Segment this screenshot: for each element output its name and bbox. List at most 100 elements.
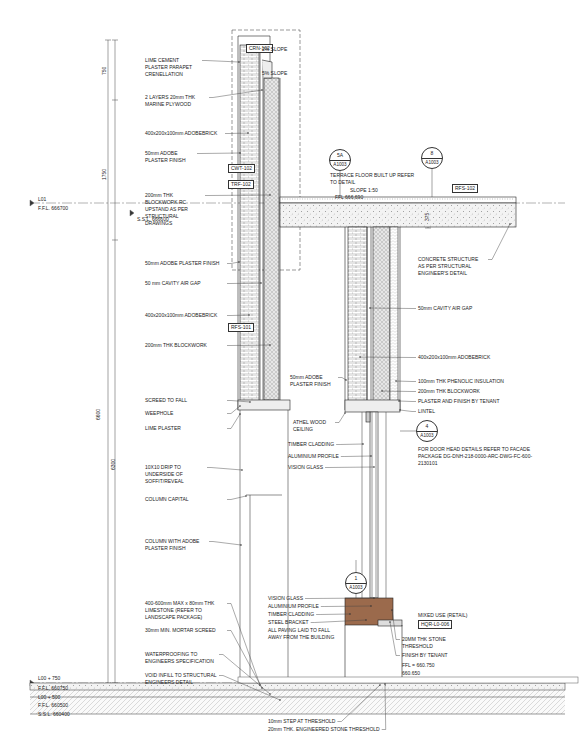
annotation-note: 2% SLOPE [262, 46, 287, 53]
leader-line [360, 357, 416, 359]
annotation-note: SLOPE 1:50 [350, 187, 378, 194]
leader-line [400, 410, 416, 412]
ground-slab [30, 677, 578, 714]
leader-dot [345, 379, 347, 381]
annotation-note: 20mm THK. ENGINEERED STONE THRESHOLD [268, 726, 380, 733]
dimension-text: 6600 [95, 409, 102, 420]
leader-dot [373, 466, 375, 468]
leader-line [399, 401, 416, 403]
leader-line [197, 153, 240, 155]
annotation-note: LIME CEMENT PLASTER PARAPET CRENELLATION [145, 57, 200, 78]
callout-number: CWT-102 [231, 165, 252, 171]
annotation-note: FFL 666,690 [335, 194, 363, 201]
leader-dot [369, 307, 371, 309]
annotation-note: TIMBER CLADDING [288, 441, 334, 448]
leader-line [227, 283, 261, 285]
leader-line [392, 610, 400, 640]
leader-line [227, 315, 249, 317]
leader-line [370, 308, 416, 310]
callout-number: 1 [346, 574, 366, 583]
spec-tag: RFS-102 [452, 184, 478, 193]
leader-dot [260, 282, 262, 284]
sheet-reference: A1003 [346, 583, 366, 592]
annotation-note: WEEPHOLE [145, 410, 225, 417]
leader-dot [381, 390, 383, 392]
leader-dot [240, 544, 242, 546]
leader-dot [247, 132, 249, 134]
leader-dot [238, 61, 240, 63]
leader-line [219, 655, 270, 695]
leader-dot [362, 443, 364, 445]
leader-line [227, 401, 250, 403]
annotation-note: L00 + 750 [38, 675, 60, 682]
leader-dot [239, 413, 241, 415]
annotation-note: VISION GLASS [268, 595, 303, 602]
leader-dot [398, 400, 400, 402]
annotation-note: ALL PAVING LAID TO FALL AWAY FROM THE BU… [268, 627, 344, 641]
sheet-reference: A1003 [330, 160, 350, 169]
leader-line [227, 414, 240, 429]
annotation-note: 100mm THK PHENOLIC INSULATION [418, 378, 518, 385]
annotation-note: F.F.L. 660500 [38, 702, 68, 709]
section-callout: 1A1003 [345, 572, 367, 594]
leader-dot [261, 89, 263, 91]
annotation-note: VISION GLASS [288, 464, 323, 471]
level-lines [30, 200, 565, 686]
leader-dot [238, 261, 240, 263]
leader-dot [239, 405, 241, 407]
annotation-note: 50mm ADOBE PLASTER FINISH [145, 150, 195, 164]
leader-line [390, 622, 400, 656]
leader-line [227, 345, 270, 347]
leader-line [209, 90, 262, 98]
annotation-note: FFL = 660.750 [402, 662, 434, 669]
leader-dot [399, 409, 401, 411]
leader-line [227, 496, 246, 500]
annotation-note: F.F.L. 660750 [38, 685, 68, 692]
section-callout: 5AA1003 [329, 149, 351, 171]
annotation-note: COLUMN CAPITAL [145, 496, 225, 503]
leader-dot [379, 684, 381, 686]
spec-tag: RFS-101 [228, 323, 254, 332]
annotation-note: MIXED USE (RETAIL) [418, 612, 467, 619]
annotation-note: PLASTER AND FINISH BY TENANT [418, 398, 518, 405]
annotation-note: 2 LAYERS 20mm THK MARINE PLYWOOD [145, 94, 207, 108]
annotation-note: SCREED TO FALL [145, 397, 225, 404]
leader-dot [269, 693, 271, 695]
leader-line [225, 133, 248, 135]
leader-dot [344, 412, 346, 414]
annotation-note: 10mm STEP AT THRESHOLD [268, 718, 335, 725]
annotation-note: STEEL BRACKET [268, 619, 309, 626]
dimension-text: 1750 [101, 169, 108, 180]
annotation-note: 400x200x100mm ADOBEBRICK [145, 130, 223, 137]
spec-tag: TRF-102 [228, 180, 254, 189]
annotation-note: S.S.L. 666600 [137, 216, 169, 223]
leader-dot [370, 455, 372, 457]
callout-number: 4 [417, 422, 437, 431]
annotation-note: 10X10 DRIP TO UNDERSIDE OF SOFFIT/REVEAL [145, 464, 205, 485]
leader-line [382, 391, 416, 393]
annotation-note: 50mm ADOBE PLASTER FINISH [145, 260, 225, 267]
section-callout: 4A1003 [416, 420, 438, 442]
leader-line [316, 614, 350, 616]
leader-line [205, 195, 270, 197]
leader-line [202, 61, 239, 63]
leader-line [336, 444, 363, 446]
dimension-text: 6300 [110, 459, 117, 470]
leader-line [305, 598, 374, 600]
annotation-note: 30mm MIN. MORTAR SCREED [145, 627, 225, 634]
dimension-text: 375 [424, 213, 431, 221]
leader-dot [269, 344, 271, 346]
leader-line [227, 406, 240, 414]
right-wall [345, 227, 402, 677]
leader-dot [384, 683, 386, 685]
leader-line [321, 606, 371, 608]
leader-line [219, 676, 280, 701]
annotation-note: 200mm THK BLOCKWORK [418, 388, 518, 395]
leader-line [227, 262, 239, 264]
leader-dot [245, 495, 247, 497]
callout-number: HQR-L0-006 [421, 621, 449, 627]
leader-dot [370, 605, 372, 607]
left-wall [232, 30, 300, 677]
leader-dot [359, 356, 361, 358]
annotation-note: ALUMINIUM PROFILE [268, 603, 319, 610]
